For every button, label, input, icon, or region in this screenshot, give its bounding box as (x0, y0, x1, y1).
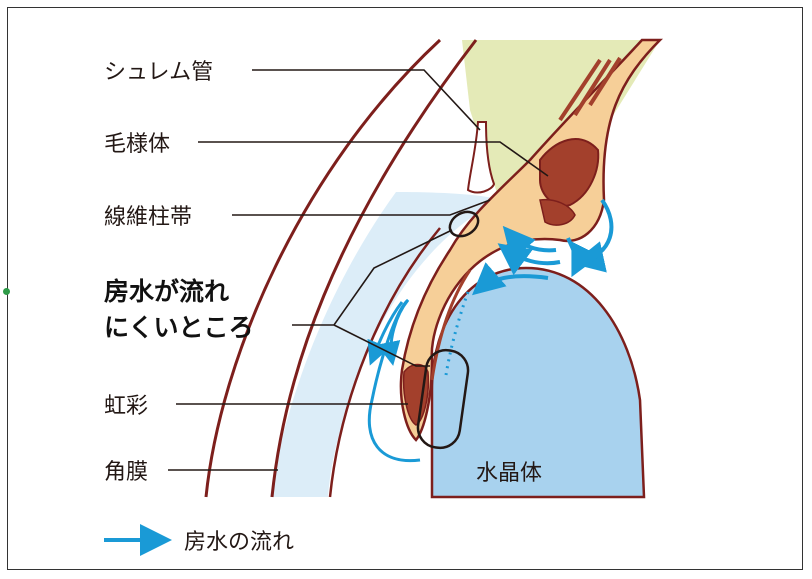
legend: 房水の流れ (104, 530, 294, 555)
label-iris: 虹彩 (104, 394, 148, 419)
label-lens: 水晶体 (476, 461, 542, 486)
label-schlemm-canal: シュレム管 (104, 60, 213, 85)
label-trabecular-meshwork: 線維柱帯 (104, 205, 192, 230)
flow-arrow-ciliary-4 (568, 238, 577, 270)
label-hard-flow-line2: にくいところ (104, 313, 254, 342)
label-cornea: 角膜 (104, 460, 148, 485)
label-hard-flow-line1: 房水が流れ (104, 277, 229, 306)
label-ciliary-body: 毛様体 (104, 132, 170, 157)
legend-label: 房水の流れ (184, 530, 294, 555)
